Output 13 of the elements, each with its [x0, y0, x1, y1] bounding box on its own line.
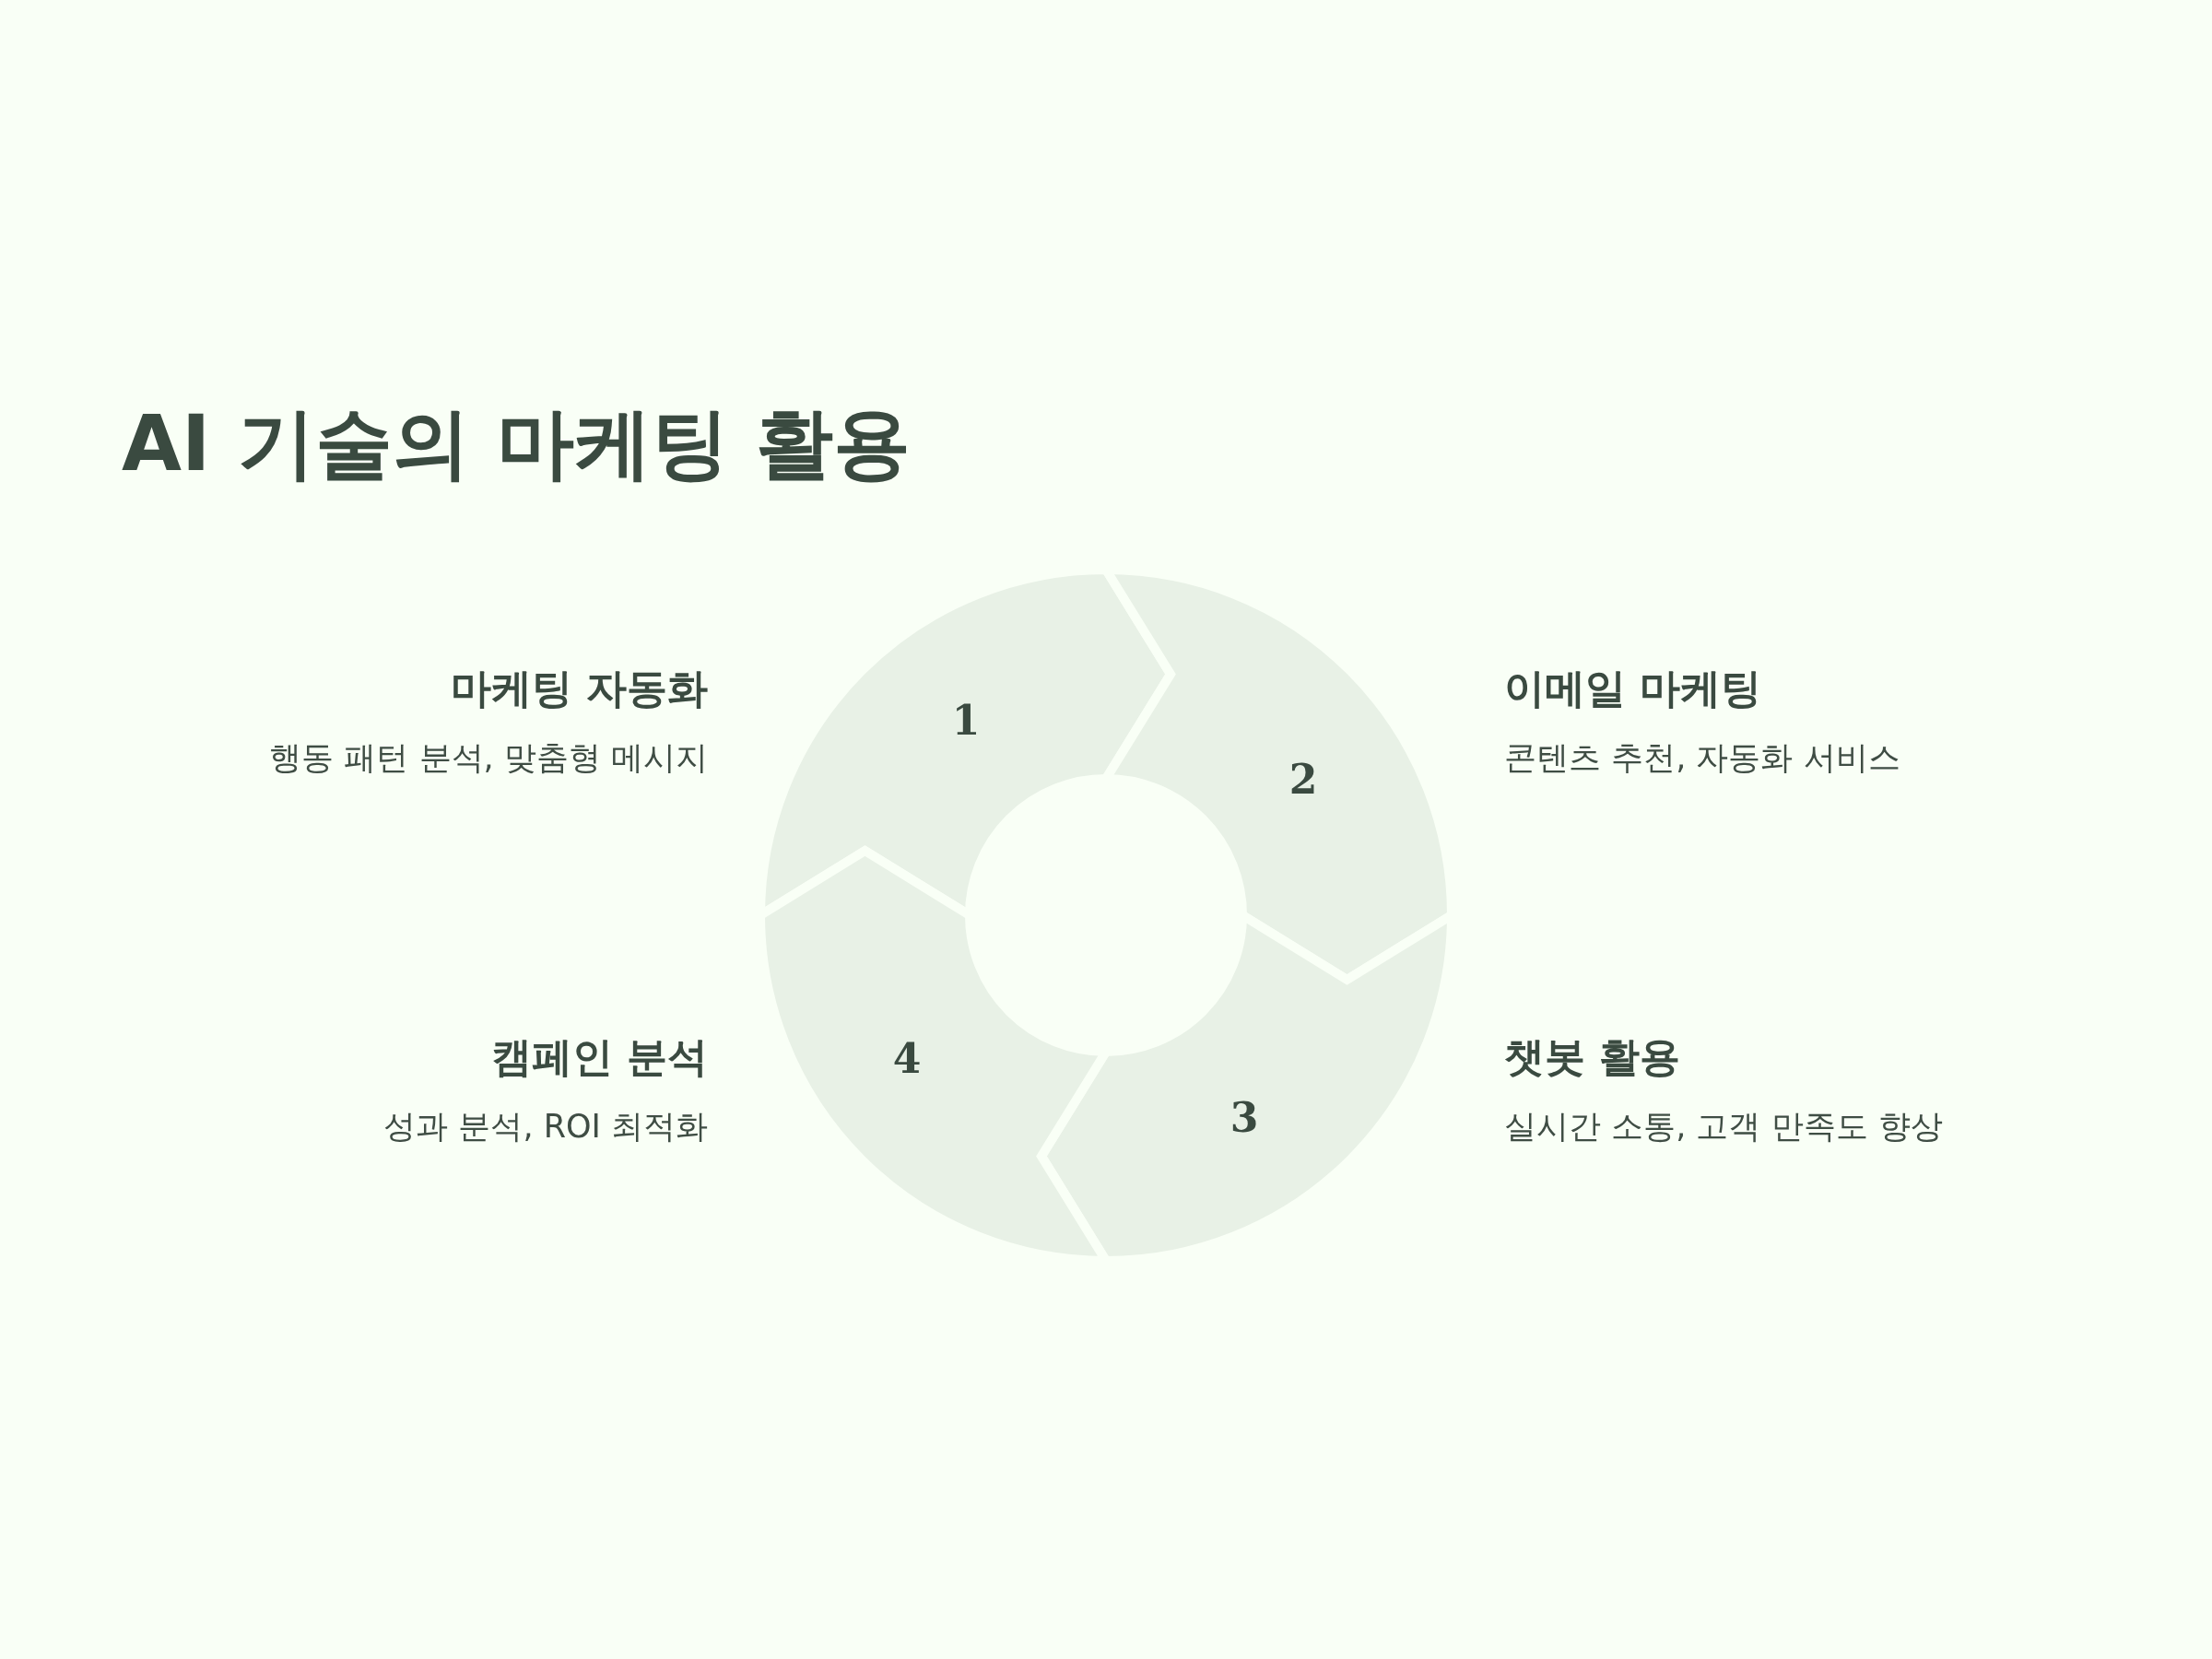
item-description: 실시간 소통, 고객 만족도 향상: [1504, 1107, 1943, 1147]
item-heading: 마케팅 자동화: [449, 664, 708, 713]
item-description: 행동 패턴 분석, 맞춤형 메시지: [269, 738, 708, 778]
step-number: 4: [892, 1034, 922, 1082]
item-heading: 이메일 마케팅: [1504, 664, 1763, 713]
step-number: 3: [1230, 1093, 1259, 1141]
item-description: 성과 분석, ROI 최적화: [383, 1107, 708, 1147]
item-heading: 캠페인 분석: [489, 1032, 708, 1082]
step-number: 2: [1288, 755, 1318, 803]
item-description: 콘텐츠 추천, 자동화 서비스: [1504, 738, 1900, 778]
title: AI 기술의 마케팅 활용: [122, 397, 911, 490]
step-number: 1: [951, 696, 981, 744]
item-heading: 챗봇 활용: [1504, 1032, 1682, 1082]
